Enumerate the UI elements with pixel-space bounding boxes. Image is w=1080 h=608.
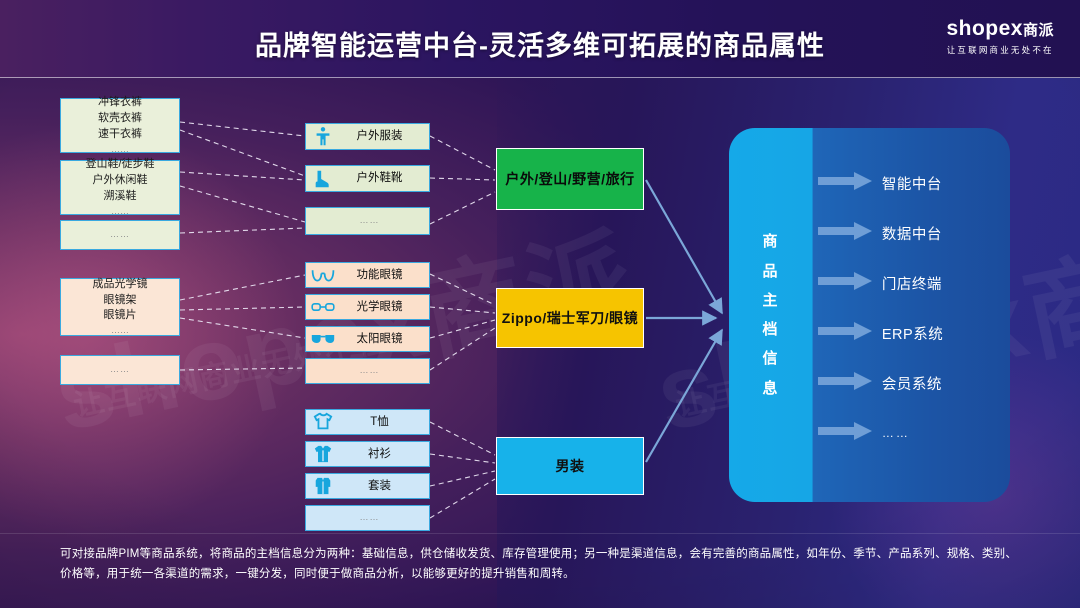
spec-line: 户外休闲鞋 [92, 174, 148, 187]
mid-item-label: T恤 [370, 415, 389, 428]
spec-line: 眼镜片 [103, 309, 137, 322]
target-system-label: 会员系统 [881, 376, 942, 393]
footer-divider [0, 533, 1080, 534]
mid-item-suit[interactable]: 套装 [305, 473, 430, 499]
mid-item-outdoor-footwear[interactable]: 户外鞋靴 [305, 165, 430, 192]
right-arrow-icon [817, 321, 872, 346]
mid-item-shirt[interactable]: 衬衫 [305, 441, 430, 467]
vertical-char: 息 [762, 379, 779, 397]
spec-line: 冲锋衣裤 [98, 96, 142, 109]
target-systems-list: 智能中台 数据中台 门店终端 ERP系统 [812, 128, 1010, 502]
mid-item-menswear-other[interactable]: …… [305, 505, 430, 531]
spec-box-eyewear[interactable]: 成品光学镜 眼镜架 眼镜片 …… [60, 278, 180, 336]
spec-box-outdoor-apparel[interactable]: 冲锋衣裤 软壳衣裤 速干衣裤 …… [60, 95, 180, 156]
target-system-label: ERP系统 [881, 326, 944, 343]
sunglasses-icon [310, 326, 336, 352]
right-arrow-icon [817, 421, 872, 446]
target-system-label: 门店终端 [881, 276, 942, 293]
spec-ellipsis: …… [111, 205, 129, 216]
target-system-label: 数据中台 [881, 226, 942, 243]
goggles-icon [310, 262, 336, 288]
footer-caption: 可对接品牌PIM等商品系统，将商品的主档信息分为两种：基础信息，供仓储收发货、库… [60, 548, 1018, 580]
target-system-row[interactable]: …… [812, 406, 1010, 460]
right-arrow-icon [817, 371, 872, 396]
spec-box-outdoor-other[interactable]: …… [60, 220, 180, 250]
spec-box-text: 登山鞋/徒步鞋 户外休闲鞋 溯溪鞋 …… [85, 157, 154, 218]
target-system-row[interactable]: 会员系统 [812, 356, 1010, 410]
master-data-panel: 商 品 主 档 信 息 智能中台 数据中台 [729, 128, 1010, 502]
target-system-row[interactable]: ERP系统 [812, 306, 1010, 360]
mid-item-eyewear-other[interactable]: …… [305, 358, 430, 384]
mid-item-label: 户外服装 [356, 130, 403, 143]
spec-box-eyewear-other[interactable]: …… [60, 355, 180, 385]
category-box-menswear[interactable]: 男装 [496, 437, 644, 495]
mid-item-optical-glasses[interactable]: 光学眼镜 [305, 294, 430, 320]
mid-item-outdoor-apparel[interactable]: 户外服装 [305, 123, 430, 150]
vertical-char: 信 [762, 350, 779, 368]
mid-item-label: 光学眼镜 [356, 300, 403, 313]
target-system-label: …… [881, 426, 910, 440]
spec-line: 溯溪鞋 [103, 189, 137, 202]
page-title: 品牌智能运营中台-灵活多维可拓展的商品属性 [255, 31, 825, 61]
logo-wordmark-latin: shopex [946, 17, 1023, 40]
mid-item-label: 户外鞋靴 [356, 172, 403, 185]
shirt-icon [310, 441, 336, 467]
right-arrow-icon [817, 171, 872, 196]
mid-item-label: 功能眼镜 [356, 268, 403, 281]
logo-tagline: 让互联网商业无处不在 [946, 45, 1054, 55]
mid-item-outdoor-other[interactable]: …… [305, 207, 430, 235]
spec-line: 登山鞋/徒步鞋 [85, 158, 155, 171]
target-system-row[interactable]: 门店终端 [812, 256, 1010, 310]
spec-box-text: 冲锋衣裤 软壳衣裤 速干衣裤 …… [98, 95, 142, 156]
spec-line: 成品光学镜 [92, 277, 148, 290]
tshirt-icon [310, 409, 336, 435]
vertical-char: 主 [762, 291, 779, 309]
master-data-vertical-label: 商 品 主 档 信 息 [762, 227, 778, 403]
spec-line: 眼镜架 [103, 293, 137, 306]
spec-box-text: 成品光学镜 眼镜架 眼镜片 …… [93, 277, 148, 338]
person-apparel-icon [310, 124, 336, 150]
eyeglasses-icon [310, 294, 336, 320]
spec-line: 软壳衣裤 [98, 112, 142, 125]
vertical-char: 档 [762, 321, 779, 338]
brand-logo: shopex商派 让互联网商业无处不在 [946, 18, 1054, 56]
mid-item-sunglasses[interactable]: 太阳眼镜 [305, 326, 430, 352]
spec-box-outdoor-footwear[interactable]: 登山鞋/徒步鞋 户外休闲鞋 溯溪鞋 …… [60, 157, 180, 218]
right-arrow-icon [817, 221, 872, 246]
category-box-zippo-eyewear[interactable]: Zippo/瑞士军刀/眼镜 [496, 288, 644, 348]
logo-wordmark: shopex商派 [946, 18, 1054, 39]
target-system-row[interactable]: 数据中台 [812, 206, 1010, 260]
vertical-char: 商 [762, 233, 779, 251]
mid-item-tshirt[interactable]: T恤 [305, 409, 430, 435]
mid-item-label: 太阳眼镜 [356, 332, 403, 345]
vertical-char: 品 [762, 262, 779, 280]
mid-item-functional-glasses[interactable]: 功能眼镜 [305, 262, 430, 288]
boot-icon [310, 166, 336, 192]
mid-item-label: 衬衫 [368, 447, 391, 460]
target-system-label: 智能中台 [881, 176, 942, 193]
mid-item-label: 套装 [368, 479, 391, 492]
spec-ellipsis: …… [111, 143, 129, 154]
right-arrow-icon [817, 271, 872, 296]
spec-line: 速干衣裤 [98, 127, 142, 140]
suit-icon [310, 473, 336, 499]
logo-wordmark-cn: 商派 [1022, 22, 1054, 39]
category-box-outdoor[interactable]: 户外/登山/野营/旅行 [496, 148, 644, 210]
spec-ellipsis: …… [111, 325, 129, 336]
header-bar: 品牌智能运营中台-灵活多维可拓展的商品属性 shopex商派 让互联网商业无处不… [0, 0, 1080, 78]
master-data-label-area: 商 品 主 档 信 息 [729, 128, 812, 502]
target-system-row[interactable]: 智能中台 [812, 156, 1010, 210]
